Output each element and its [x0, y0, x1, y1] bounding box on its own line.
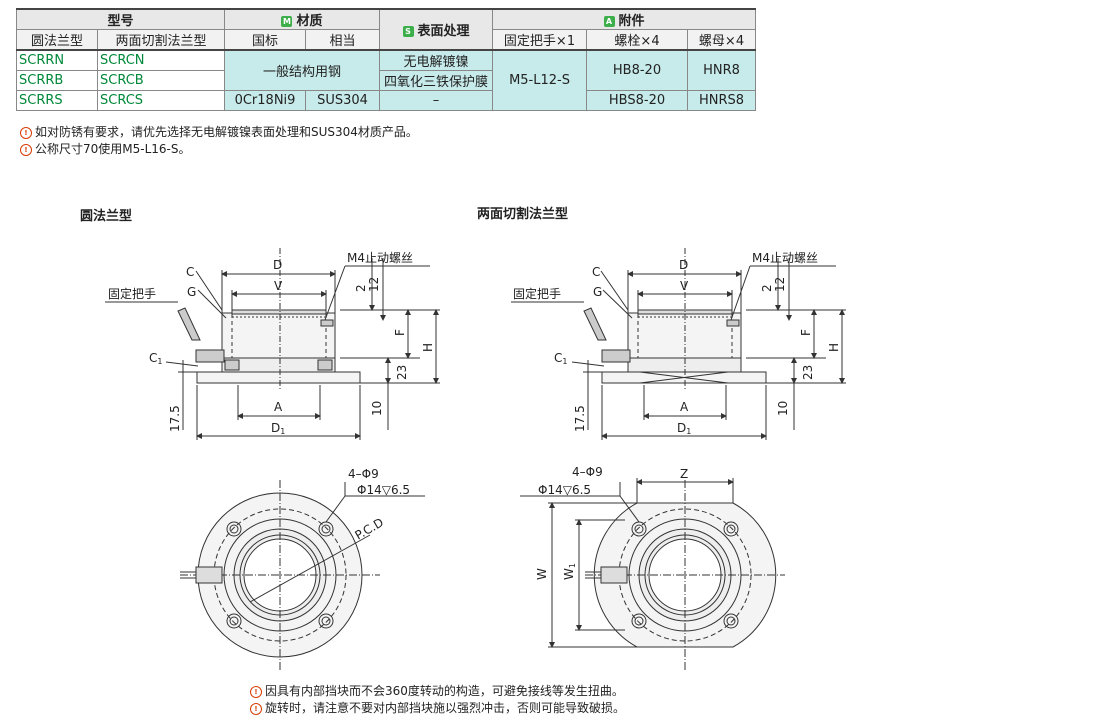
- label-g: G: [593, 285, 602, 299]
- label-pcd: P.C.D: [353, 515, 387, 542]
- table-cell-equivalent-3: SUS304: [305, 90, 380, 111]
- label-w1: W1: [562, 563, 577, 580]
- left-side-view: [105, 248, 440, 440]
- right-title: 两面切割法兰型: [477, 207, 569, 222]
- subheader-handle: 固定把手×1: [492, 29, 588, 51]
- accessories-badge: A: [603, 16, 615, 27]
- note-top-2: !公称尺寸70使用M5-L16-S。: [20, 140, 191, 157]
- label-z: Z: [680, 467, 688, 481]
- label-handle: 固定把手: [108, 286, 156, 301]
- subheader-bolt: 螺栓×4: [586, 29, 689, 51]
- label-a: A: [274, 400, 283, 414]
- subheader-equivalent: 相当: [305, 29, 380, 51]
- label-a: A: [680, 400, 689, 414]
- table-cell-bolt-3: HBS8-20: [586, 90, 689, 111]
- table-cell-cut-2: SCRCB: [97, 70, 225, 91]
- label-counterbore: Φ14▽6.5: [538, 483, 591, 497]
- note-bottom-2: !旋转时，请注意不要对内部挡块施以强烈冲击，否则可能导致破损。: [250, 699, 625, 716]
- header-model: 型号: [16, 8, 225, 30]
- label-f: F: [799, 329, 813, 336]
- warning-icon: !: [20, 127, 32, 139]
- label-h: H: [421, 343, 435, 352]
- left-side-labels: C G D V M4止动螺丝 固定把手 C1 A D1 2 12 F H 23 …: [108, 251, 435, 436]
- label-c: C: [186, 265, 194, 279]
- label-d: D: [273, 258, 282, 272]
- right-side-labels: C G D V M4止动螺丝 固定把手 C1 A D1 2 12 F H 23 …: [513, 251, 841, 436]
- label-2: 2: [760, 284, 774, 292]
- label-c: C: [592, 265, 600, 279]
- table-cell-cut-3: SCRCS: [97, 90, 225, 111]
- right-top-view: [520, 478, 785, 670]
- left-title: 圆法兰型: [80, 209, 133, 224]
- label-g: G: [187, 285, 196, 299]
- material-badge: M: [281, 16, 293, 27]
- label-h: H: [827, 343, 841, 352]
- label-d1: D1: [677, 421, 691, 436]
- table-cell-steel: 一般结构用钢: [224, 49, 380, 91]
- label-hole: 4–Φ9: [348, 467, 379, 481]
- right-top-labels: 4–Φ9 Φ14▽6.5 Z W W1: [535, 465, 688, 580]
- table-cell-surface-3: –: [378, 90, 494, 111]
- label-m4: M4止动螺丝: [347, 251, 413, 265]
- subheader-nut: 螺母×4: [687, 29, 757, 51]
- warning-icon: !: [250, 686, 262, 698]
- label-counterbore: Φ14▽6.5: [357, 483, 410, 497]
- label-10: 10: [370, 401, 384, 416]
- label-c1: C1: [554, 351, 567, 366]
- label-12: 12: [367, 277, 381, 292]
- label-hole: 4–Φ9: [572, 465, 603, 479]
- label-w: W: [535, 568, 549, 580]
- table-cell-round-2: SCRRB: [16, 70, 98, 91]
- table-cell-surface-1: 无电解镀镍: [378, 49, 494, 71]
- table-cell-nut: HNR8: [687, 49, 757, 91]
- warning-icon: !: [250, 703, 262, 715]
- label-17-5: 17.5: [168, 405, 182, 432]
- note-top-1: !如对防锈有要求，请优先选择无电解镀镍表面处理和SUS304材质产品。: [20, 123, 418, 140]
- table-cell-round-3: SCRRS: [16, 90, 98, 111]
- warning-icon: !: [20, 144, 32, 156]
- subheader-round: 圆法兰型: [16, 29, 98, 51]
- label-v: V: [274, 279, 283, 293]
- table-cell-national-3: 0Cr18Ni9: [224, 90, 306, 111]
- note-bottom-1: !因具有内部挡块而不会360度转动的构造，可避免接线等发生扭曲。: [250, 682, 624, 699]
- label-f: F: [393, 329, 407, 336]
- label-handle: 固定把手: [513, 286, 561, 301]
- label-v: V: [680, 279, 689, 293]
- label-d: D: [679, 258, 688, 272]
- label-17-5: 17.5: [573, 405, 587, 432]
- label-12: 12: [773, 277, 787, 292]
- table-cell-cut-1: SCRCN: [97, 49, 225, 71]
- label-10: 10: [776, 401, 790, 416]
- table-cell-bolt: HB8-20: [586, 49, 689, 91]
- right-side-view: [511, 248, 846, 440]
- surface-badge: S: [402, 26, 414, 37]
- table-cell-round-1: SCRRN: [16, 49, 98, 71]
- subheader-national: 国标: [224, 29, 306, 51]
- label-23: 23: [801, 365, 815, 380]
- label-23: 23: [395, 365, 409, 380]
- label-2: 2: [354, 284, 368, 292]
- label-m4: M4止动螺丝: [752, 251, 818, 265]
- left-top-labels: 4–Φ9 Φ14▽6.5 P.C.D: [348, 467, 410, 543]
- left-top-view: [180, 480, 425, 670]
- label-c1: C1: [149, 351, 162, 366]
- table-cell-nut-3: HNRS8: [687, 90, 757, 111]
- label-d1: D1: [271, 421, 285, 436]
